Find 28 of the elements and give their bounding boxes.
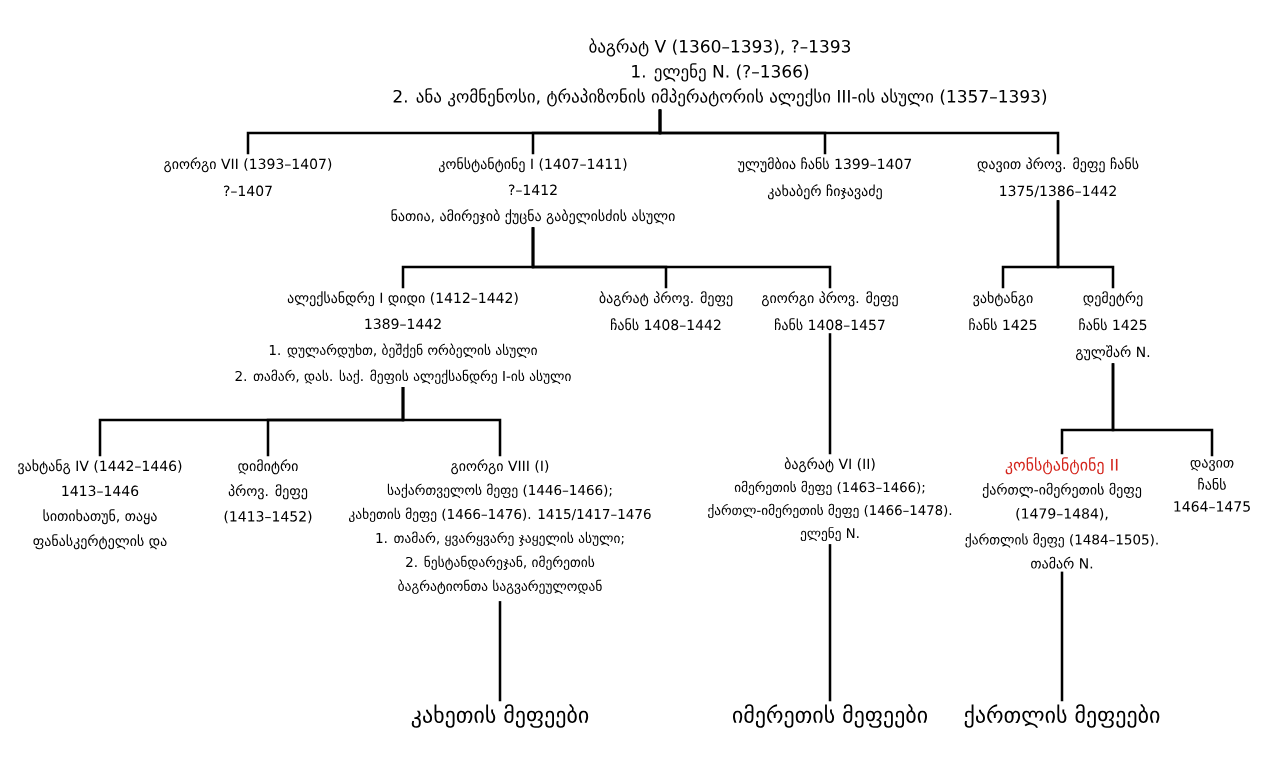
person-entry: გიორგი VII (1393–1407) ?–1407 bbox=[164, 157, 332, 197]
person-entry: დიმიტრი პროვ. მეფე (1413–1452) bbox=[224, 459, 312, 524]
person-entry: გიორგი პროვ. მეფე ჩანს 1408–1457 bbox=[762, 291, 898, 331]
lineage-line bbox=[401, 387, 502, 457]
dynasty-label: ქართლის მეფეები bbox=[964, 704, 1160, 728]
person-entry: გიორგი VIII (I) საქართველოს მეფე (1446–1466); კახეთის მეფე (1466–1476). 1415/1417–1476 1. თამარ, ყვარყვარე ჯაყელის ასული; 2. ნესტანდარეჯან, იმერეთის ბაგრატიონთა საგვარეულოდან bbox=[349, 459, 651, 595]
lineage-line bbox=[1060, 571, 1064, 702]
lineage-line bbox=[1111, 363, 1214, 457]
person-entry: დავით ჩანს 1464–1475 bbox=[1174, 459, 1250, 512]
lineage-line bbox=[1056, 200, 1115, 289]
person-entry: ვახტანგ IV (1442–1446) 1413–1446 სითიხათუნ, თაყა ფანასკერტელის და bbox=[18, 459, 182, 550]
person-entry: ბაგრატ პროვ. მეფე ჩანს 1408–1442 bbox=[599, 291, 733, 331]
lineage-line bbox=[828, 333, 832, 455]
lineage-line bbox=[658, 109, 1060, 155]
lineage-line bbox=[498, 601, 502, 702]
lineage-line bbox=[531, 227, 832, 289]
person-entry: ულუმბია ჩანს 1399–1407 კახაბერ ჩიჯავაძე bbox=[737, 157, 912, 200]
lineage-line bbox=[828, 544, 832, 702]
person-entry: დემეტრე ჩანს 1425 გულშარ N. bbox=[1076, 291, 1150, 361]
person-entry: ალექსანდრე I დიდი (1412–1442) 1389–1442 1. დულარდუხთ, ბეშქენ ორბელის ასული 2. თამარ, დას. საქ. მეფის ალექსანდრე I-ის ასული bbox=[235, 291, 571, 385]
dynasty-label: კახეთის მეფეები bbox=[411, 704, 589, 728]
dynasty-label: იმერეთის მეფეები bbox=[733, 704, 927, 728]
person-entry: ბაგრატ V (1360–1393), ?–1393 1. ელენე N. (?–1366) 2. ანა კომნენოსი, ტრაპიზონის იმპერატორის ალექსი III-ის ასული (1357–1393) bbox=[393, 38, 1047, 107]
person-entry: კონსტანტინე I (1407–1411) ?–1412 ნათია, ამირეჯიბ ქუცნა გაბელისძის ასული bbox=[391, 157, 675, 225]
person-entry: ბაგრატ VI (II) იმერეთის მეფე (1463–1466); ქართლ-იმერეთის მეფე (1466–1478). ელენე N. bbox=[708, 457, 952, 542]
person-entry: ვახტანგი ჩანს 1425 bbox=[969, 291, 1037, 331]
person-entry: დავით პროვ. მეფე ჩანს 1375/1386–1442 bbox=[977, 157, 1139, 198]
person-entry: კონსტანტინე II ქართლ-იმერეთის მეფე (1479–1484), ქართლის მეფე (1484–1505). თამარ N. bbox=[965, 457, 1158, 569]
